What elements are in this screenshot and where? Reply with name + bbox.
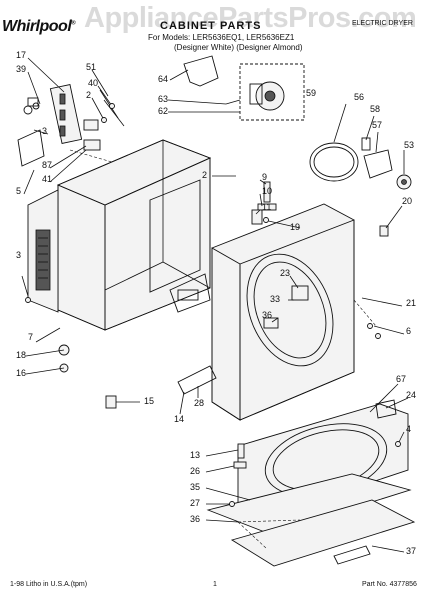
callout-19: 19 <box>290 222 300 232</box>
door-assembly <box>206 399 416 567</box>
callout-16: 16 <box>16 368 26 378</box>
callout-9: 9 <box>262 172 267 182</box>
callout-59: 59 <box>306 88 316 98</box>
front-panel <box>211 203 377 421</box>
callout-23: 23 <box>280 268 290 278</box>
callout-41: 41 <box>42 174 52 184</box>
callout-17: 17 <box>16 50 26 60</box>
callout-13: 13 <box>190 450 200 460</box>
watermark-text: AppliancePartsPros.com <box>84 2 417 34</box>
model-numbers: For Models: LER5636EQ1, LER5636EZ1 <box>148 33 295 42</box>
callout-4: 4 <box>406 424 411 434</box>
callout-51: 51 <box>86 62 96 72</box>
callout-14: 14 <box>174 414 184 424</box>
diagram-title: CABINET PARTS <box>160 20 262 32</box>
callout-2: 2 <box>86 90 91 100</box>
callout-36: 36 <box>190 514 200 524</box>
callout-24: 24 <box>406 390 416 400</box>
toe-panel-parts <box>58 344 217 409</box>
callout-11: 11 <box>262 202 271 212</box>
brand-logo: Whirlpool® <box>2 18 76 36</box>
front-panel-brackets <box>251 181 277 225</box>
callout-6: 6 <box>406 326 411 336</box>
callout-20: 20 <box>402 196 412 206</box>
callout-35: 35 <box>190 482 200 492</box>
cabinet-shell <box>56 139 212 331</box>
callout-64: 64 <box>158 74 168 84</box>
callout-57: 57 <box>372 120 382 130</box>
callout-28: 28 <box>194 398 204 408</box>
callout-27: 27 <box>190 498 200 508</box>
callout-62: 62 <box>158 106 168 116</box>
callout-40: 40 <box>88 78 98 88</box>
callout-15: 15 <box>144 396 154 406</box>
callout-36: 36 <box>262 310 272 320</box>
callout-3: 3 <box>42 126 47 136</box>
registered-mark-icon: ® <box>71 20 76 27</box>
callout-58: 58 <box>370 104 380 114</box>
callout-37: 37 <box>406 546 416 556</box>
callout-5: 5 <box>16 186 21 196</box>
control-bracket-group <box>183 55 305 121</box>
brand-name: Whirlpool <box>2 18 72 35</box>
print-info: 1-98 Litho in U.S.A.(tpm) <box>10 581 88 588</box>
product-type: ELECTRIC DRYER <box>352 20 413 27</box>
callout-87: 87 <box>42 160 52 170</box>
terminal-block-group <box>17 83 125 167</box>
callout-26: 26 <box>190 466 200 476</box>
callout-53: 53 <box>404 140 414 150</box>
callout-39: 39 <box>16 64 26 74</box>
part-number: Part No. 4377856 <box>362 581 417 588</box>
fastener-screws <box>25 103 401 507</box>
color-variants: (Designer White) (Designer Almond) <box>174 43 303 52</box>
leader-lines <box>21 57 409 553</box>
callout-7: 7 <box>28 332 33 342</box>
callout-10: 10 <box>262 186 272 196</box>
callout-33: 33 <box>270 294 280 304</box>
callout-21: 21 <box>406 298 416 308</box>
callout-3: 3 <box>16 250 21 260</box>
callout-2: 2 <box>202 170 207 180</box>
callout-56: 56 <box>354 92 364 102</box>
callout-63: 63 <box>158 94 168 104</box>
drive-belt-group <box>309 137 412 237</box>
rear-panel <box>27 189 59 313</box>
callout-67: 67 <box>396 374 406 384</box>
page-number: 1 <box>213 581 217 588</box>
callout-18: 18 <box>16 350 26 360</box>
